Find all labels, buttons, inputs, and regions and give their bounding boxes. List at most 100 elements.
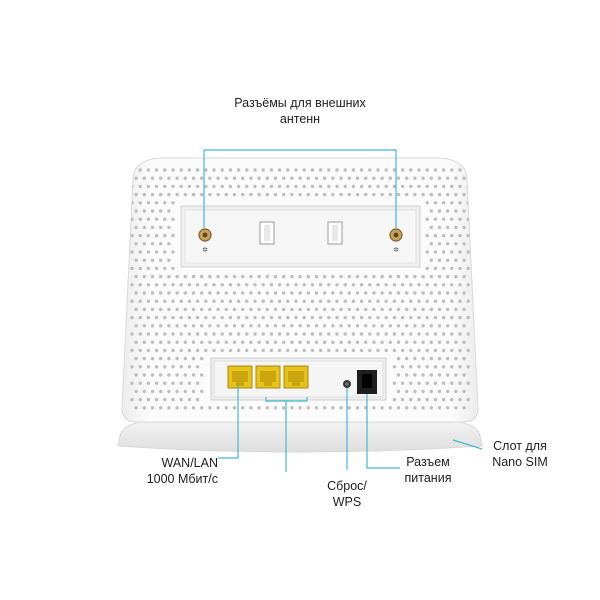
vent-dot	[298, 274, 302, 279]
vent-dot	[195, 168, 200, 172]
vent-dot	[277, 332, 282, 336]
vent-dot	[409, 315, 413, 320]
vent-dot	[446, 406, 450, 410]
vent-dot	[245, 332, 249, 336]
vent-dot	[134, 274, 138, 279]
vent-dot	[257, 307, 261, 312]
vent-dot	[228, 283, 233, 287]
vent-dot	[433, 315, 438, 320]
vent-dot	[138, 283, 142, 287]
vent-dot	[290, 406, 294, 410]
vent-dot	[380, 406, 384, 410]
vent-dot	[253, 283, 257, 287]
vent-dot	[302, 184, 306, 189]
vent-dot	[396, 291, 401, 295]
vent-dot	[462, 373, 466, 377]
vent-dot	[134, 406, 138, 410]
vent-dot	[191, 389, 196, 394]
vent-dot	[187, 397, 192, 402]
vent-dot	[208, 291, 212, 295]
vent-dot	[191, 324, 196, 328]
vent-dot	[450, 233, 454, 238]
vent-dot	[372, 176, 376, 180]
vent-dot	[212, 348, 216, 353]
vent-dot	[339, 307, 343, 312]
vent-dot	[183, 274, 187, 279]
vent-dot	[323, 274, 327, 279]
vent-dot	[204, 283, 208, 287]
vent-dot	[150, 176, 155, 180]
vent-dot	[409, 332, 413, 336]
vent-dot	[454, 192, 458, 197]
vent-dot	[228, 332, 233, 336]
vent-dot	[142, 307, 146, 312]
vent-dot	[195, 184, 200, 189]
vent-dot	[462, 225, 466, 230]
vent-dot	[286, 299, 290, 303]
vent-dot	[236, 184, 241, 189]
vent-dot	[409, 283, 413, 287]
vent-dot	[429, 242, 433, 246]
vent-dot	[384, 315, 388, 320]
ethernet-port-2	[255, 365, 281, 389]
vent-dot	[384, 348, 388, 353]
vent-dot	[405, 176, 409, 180]
vent-dot	[187, 299, 192, 303]
vent-dot	[261, 348, 265, 353]
vent-dot	[224, 176, 228, 180]
vent-dot	[310, 184, 315, 189]
vent-dot	[318, 332, 323, 336]
vent-dot	[400, 299, 405, 303]
router-stand	[117, 419, 483, 453]
vent-dot	[458, 217, 462, 221]
vent-dot	[294, 283, 298, 287]
vent-dot	[183, 307, 187, 312]
vent-dot	[450, 348, 454, 353]
vent-dot	[372, 291, 376, 295]
vent-dot	[150, 242, 155, 246]
vent-dot	[359, 168, 364, 172]
vent-dot	[200, 274, 204, 279]
vent-dot	[138, 365, 142, 369]
vent-dot	[454, 307, 458, 312]
vent-dot	[458, 348, 462, 353]
vent-dot	[429, 176, 433, 180]
vent-dot	[220, 168, 224, 172]
vent-dot	[216, 192, 220, 197]
vent-dot	[134, 209, 138, 213]
vent-dot	[167, 340, 171, 344]
vent-dot	[261, 283, 265, 287]
vent-dot	[318, 283, 323, 287]
svg-text:✲: ✲	[202, 246, 208, 254]
vent-dot	[450, 315, 454, 320]
vent-dot	[331, 307, 335, 312]
vent-dot	[331, 192, 335, 197]
vent-dot	[269, 348, 274, 353]
vent-dot	[171, 332, 175, 336]
vent-dot	[154, 233, 159, 238]
vent-dot	[294, 315, 298, 320]
vent-dot	[400, 397, 405, 402]
vent-dot	[450, 381, 454, 385]
vent-dot	[130, 233, 134, 238]
vent-dot	[269, 283, 274, 287]
vent-dot	[425, 217, 429, 221]
vent-dot	[425, 283, 429, 287]
vent-dot	[343, 184, 347, 189]
vent-dot	[462, 176, 466, 180]
vent-dot	[138, 381, 142, 385]
vent-dot	[159, 176, 163, 180]
vent-dot	[331, 274, 335, 279]
vent-dot	[392, 299, 397, 303]
vent-dot	[437, 406, 442, 410]
vent-dot	[355, 291, 360, 295]
vent-dot	[359, 332, 364, 336]
vent-dot	[425, 397, 429, 402]
vent-dot	[134, 242, 138, 246]
vent-dot	[310, 168, 315, 172]
vent-dot	[269, 168, 274, 172]
vent-dot	[446, 274, 450, 279]
vent-dot	[282, 291, 286, 295]
vent-dot	[228, 168, 233, 172]
vent-dot	[167, 373, 171, 377]
